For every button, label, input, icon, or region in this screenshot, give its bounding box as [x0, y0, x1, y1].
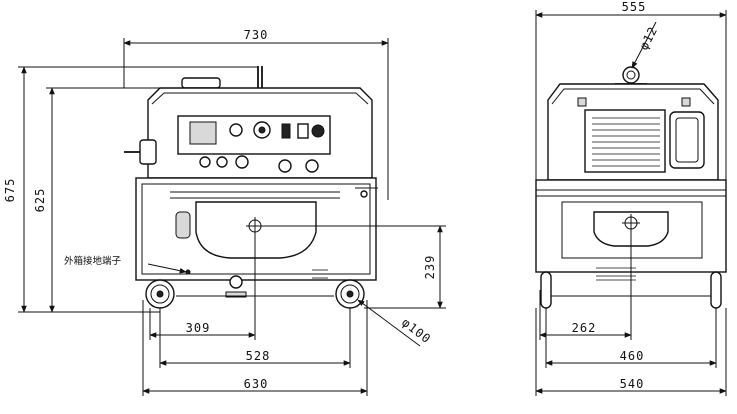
dim-phi12: φ12	[636, 24, 660, 52]
dim-540: 540	[620, 377, 645, 391]
front-dimension-labels: 730 675 625 239 309 528 630 φ100 外箱接地端子	[3, 28, 437, 391]
grille-slats	[592, 117, 660, 167]
dim-630: 630	[244, 377, 269, 391]
dim-555: 555	[622, 0, 647, 14]
lifting-eye	[622, 66, 640, 84]
top-cap	[181, 77, 221, 89]
ground-terminal-label: 外箱接地端子	[64, 255, 122, 267]
front-view	[124, 66, 378, 309]
right-wheel	[335, 279, 365, 309]
outlet	[235, 155, 249, 169]
front-panel	[195, 201, 317, 259]
front-dimensions	[18, 38, 446, 396]
dim-phi100: φ100	[399, 315, 434, 346]
left-wheel	[145, 279, 175, 309]
dim-262: 262	[572, 321, 597, 335]
side-window	[669, 111, 705, 169]
side-vent	[596, 267, 636, 281]
side-dimensions	[535, 10, 727, 396]
dim-460: 460	[620, 349, 645, 363]
side-wheel-right	[710, 271, 722, 309]
engine-grille	[584, 109, 666, 173]
dim-528: 528	[246, 349, 271, 363]
dim-309: 309	[186, 321, 211, 335]
dim-239: 239	[423, 255, 437, 280]
side-handle	[139, 139, 157, 165]
ground-terminal	[185, 269, 191, 275]
panel-meter	[189, 121, 217, 145]
dim-675: 675	[3, 178, 17, 203]
vent-grille	[312, 269, 328, 279]
dim-730: 730	[244, 28, 269, 42]
dim-625: 625	[33, 188, 47, 213]
fuel-cap	[175, 211, 191, 239]
side-wheel-left	[540, 271, 552, 309]
